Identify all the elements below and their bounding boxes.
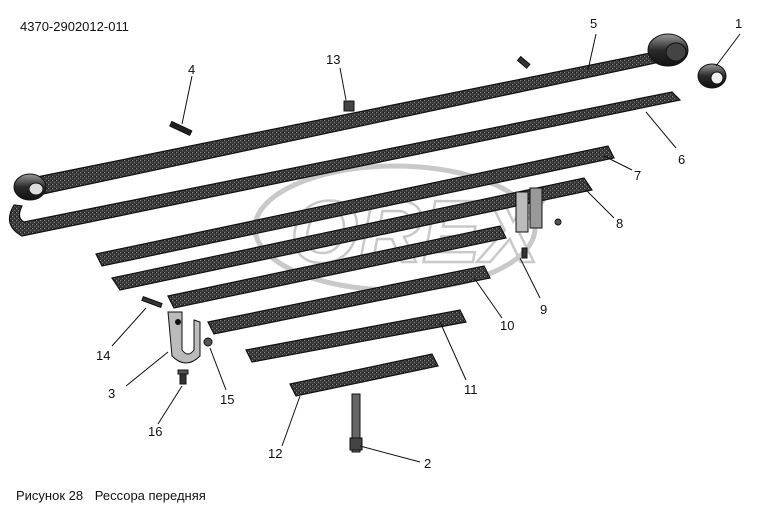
callout-2: 2	[424, 456, 431, 471]
callout-5: 5	[590, 16, 597, 31]
figure-title: Рессора передняя	[95, 488, 206, 503]
figure-number: Рисунок 28	[16, 488, 83, 503]
callout-12: 12	[268, 446, 282, 461]
callout-1: 1	[735, 16, 742, 31]
callout-3: 3	[108, 386, 115, 401]
clamp-part	[167, 311, 201, 364]
callout-9: 9	[540, 302, 547, 317]
bushing-part	[697, 63, 727, 89]
callout-16: 16	[148, 424, 162, 439]
leaf-8	[111, 177, 593, 291]
leaf-12	[289, 353, 439, 397]
second-leaf	[8, 91, 682, 237]
document-number: 4370-2902012-011	[20, 19, 129, 34]
callout-7: 7	[634, 168, 641, 183]
callout-13: 13	[326, 52, 340, 67]
leader-lines	[111, 33, 741, 463]
callout-10: 10	[500, 318, 514, 333]
clamp-right-part	[515, 187, 543, 233]
callout-14: 14	[96, 348, 110, 363]
figure-caption: Рисунок 28 Рессора передняя	[16, 488, 206, 503]
callout-15: 15	[220, 392, 234, 407]
leaf-stack	[95, 145, 615, 397]
leaf-10	[207, 265, 491, 335]
callout-6: 6	[678, 152, 685, 167]
leaf-9	[167, 225, 507, 309]
callout-8: 8	[616, 216, 623, 231]
pin-part	[169, 120, 193, 137]
center-bolt-part	[349, 393, 363, 453]
callout-4: 4	[188, 62, 195, 77]
leaf-11	[245, 309, 467, 363]
leaf-7	[95, 145, 615, 267]
callout-11: 11	[464, 382, 478, 397]
main-leaf	[13, 33, 689, 201]
